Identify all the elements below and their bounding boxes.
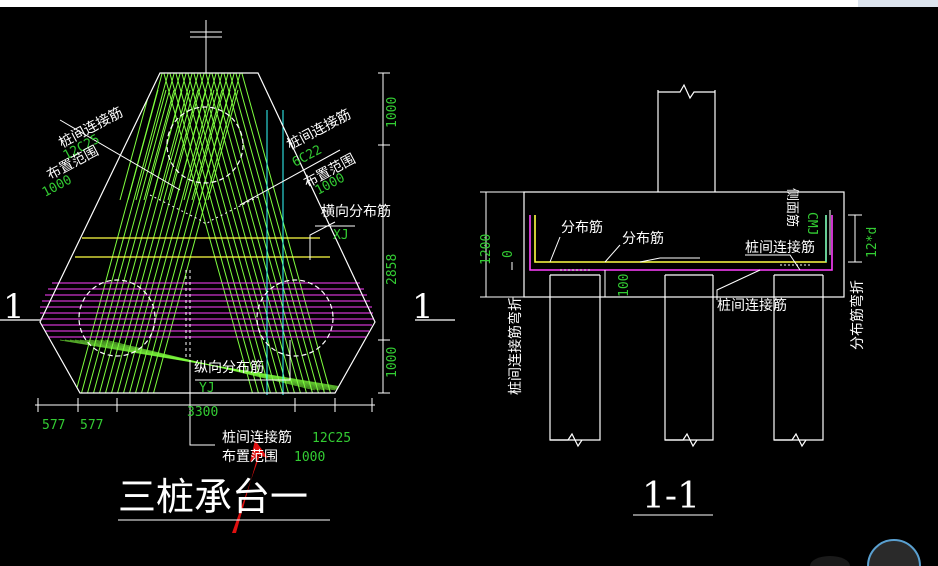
rebar-line xyxy=(183,89,215,201)
bottom-range-label: 布置范围 xyxy=(222,448,278,465)
rebar-line xyxy=(222,73,314,393)
section-dim-zero: 0 xyxy=(501,250,516,258)
rebar-line xyxy=(240,73,332,393)
rebar-line xyxy=(199,89,231,201)
section-magenta-rebar xyxy=(529,215,833,271)
rebar-line xyxy=(127,89,159,201)
section-mark-left: 1 xyxy=(3,287,25,327)
section-dim-embed: 100 xyxy=(617,274,632,297)
pile-circles xyxy=(78,106,334,357)
rebar-line xyxy=(168,73,260,393)
dim-vertical-bottom: 1000 xyxy=(385,347,400,378)
corner-widget[interactable] xyxy=(810,0,938,566)
section-view: 分布筋 分布筋 桩间连接筋 桩间连接筋 侧面筋 CMJ 12*d 分布筋弯折 1… xyxy=(479,83,880,517)
section-dimensions xyxy=(480,191,862,298)
leader-lines xyxy=(59,119,355,446)
section-pile-conn-bend-label: 桩间连接筋弯折 xyxy=(507,297,524,395)
rebar-line xyxy=(175,89,207,201)
rebar-line xyxy=(134,73,224,393)
distribution-rebar-lines xyxy=(75,237,330,258)
rebar-line xyxy=(119,89,151,201)
dim-bottom-left-1: 577 xyxy=(42,418,65,433)
rebar-line xyxy=(210,73,302,393)
rebar-line xyxy=(180,73,272,393)
section-dist-bend-label: 分布筋弯折 xyxy=(849,280,866,350)
dim-vertical-middle: 2858 xyxy=(385,254,400,285)
dim-vertical-top: 1000 xyxy=(385,97,400,128)
bottom-rebar-label: 桩间连接筋 xyxy=(222,429,292,446)
side-rebar-lines xyxy=(266,110,284,395)
rebar-line xyxy=(135,89,167,201)
rebar-line xyxy=(228,73,320,393)
transverse-rebar-label: 横向分布筋 xyxy=(321,203,391,220)
bottom-rebar-spec: 12C25 xyxy=(312,431,351,446)
dim-bottom-left-2: 577 xyxy=(80,418,103,433)
longitudinal-rebar-label: 纵向分布筋 xyxy=(194,359,264,376)
rebar-line xyxy=(162,73,254,393)
rebar-line xyxy=(204,73,296,393)
plan-title: 三桩承台一 xyxy=(118,475,308,519)
rebar-line xyxy=(234,73,326,393)
section-pile-conn-label-bottom: 桩间连接筋 xyxy=(717,297,787,314)
longitudinal-rebar-code: YJ xyxy=(199,381,215,396)
pile-left-circle xyxy=(78,279,156,357)
rebar-line xyxy=(192,73,284,393)
transverse-rebar-code: XJ xyxy=(333,228,349,243)
rebar-line xyxy=(151,89,183,201)
rebar-line xyxy=(167,89,199,201)
pile-right-circle xyxy=(256,279,334,357)
rebar-line xyxy=(159,89,191,201)
rebar-line xyxy=(86,73,176,393)
rebar-line xyxy=(216,73,308,393)
rebar-line xyxy=(174,73,266,393)
rebar-line xyxy=(207,89,239,201)
rebar-line xyxy=(140,73,230,393)
section-pile-conn-label-top: 桩间连接筋 xyxy=(745,239,815,256)
section-dim-height: 1200 xyxy=(479,234,494,265)
section-title: 1-1 xyxy=(642,476,700,517)
bottom-range-value: 1000 xyxy=(294,450,325,465)
section-leader-lines xyxy=(549,210,831,300)
section-dist-bar-label-1: 分布筋 xyxy=(561,219,603,236)
horizontal-dimension-chain xyxy=(35,398,375,412)
dim-bottom-total: 3300 xyxy=(187,405,218,420)
section-side-bar-label: 侧面筋 xyxy=(784,188,800,227)
rebar-line xyxy=(143,89,175,201)
rebar-line xyxy=(186,73,278,393)
section-dist-bend-value: 12*d xyxy=(865,227,880,258)
plan-view: 1 1 桩间连接筋 12C25 布置范围 1000 桩间连接筋 6C22 布置范… xyxy=(0,20,455,533)
section-dist-bar-label-2: 分布筋 xyxy=(622,230,664,247)
column-axis-mark xyxy=(190,20,222,73)
section-side-bar-code: CMJ xyxy=(804,212,819,235)
section-mark-right: 1 xyxy=(412,287,434,327)
annotation-arrow xyxy=(232,440,268,533)
pile-top-circle xyxy=(166,106,244,184)
section-linework xyxy=(523,83,845,448)
rebar-line xyxy=(198,73,290,393)
window-top-strip xyxy=(0,0,938,7)
rebar-end-ticks xyxy=(149,194,261,360)
pile-connection-rebar-bands xyxy=(59,73,361,393)
vertical-dimension-chain xyxy=(378,72,390,394)
pile-cap-outline xyxy=(39,72,376,394)
